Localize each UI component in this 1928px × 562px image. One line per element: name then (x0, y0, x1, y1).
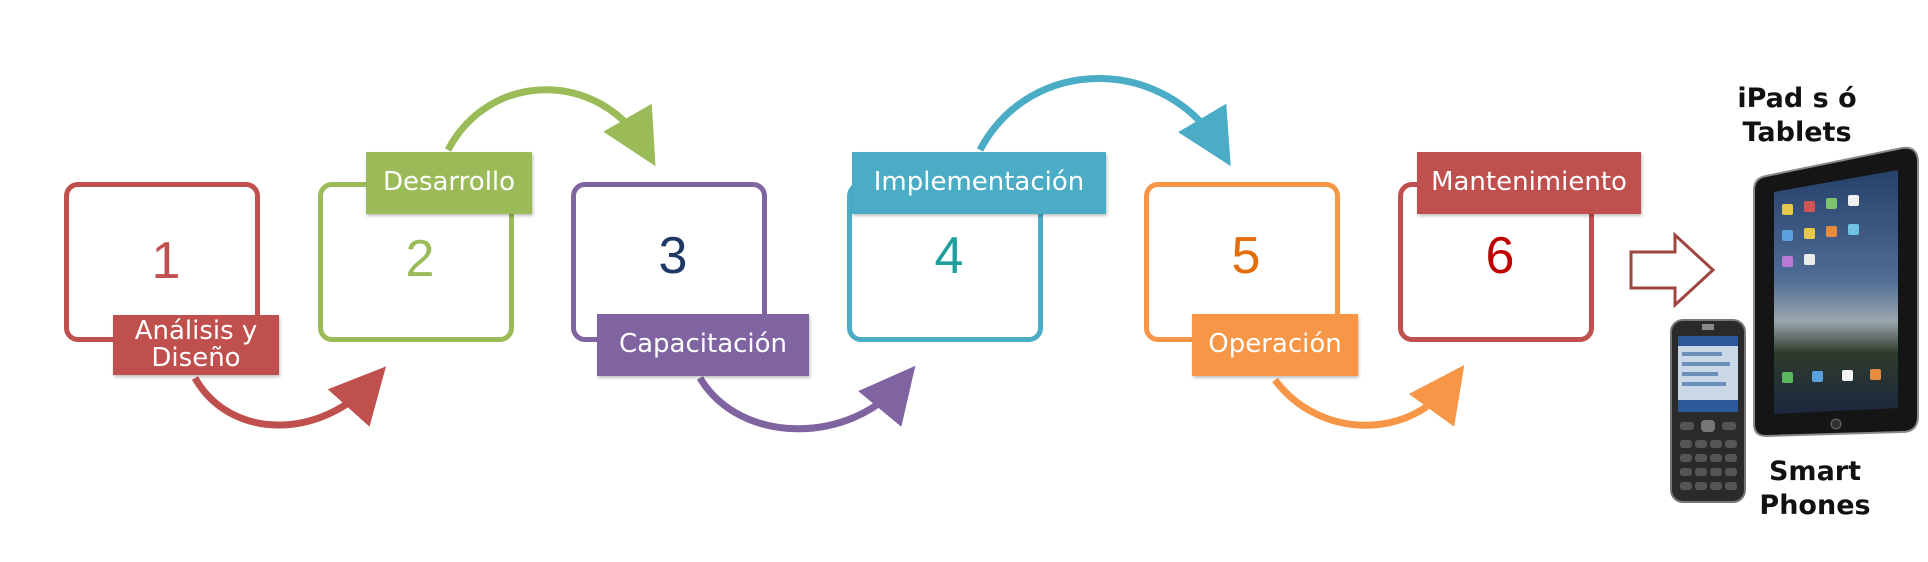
arrow-2-to-3 (444, 86, 656, 167)
step-4-label: Implementación (852, 152, 1106, 214)
step-4-number: 4 (934, 227, 964, 285)
tablet-caption: iPad s ó Tablets (1737, 83, 1857, 148)
hollow-right-arrow (1629, 231, 1716, 309)
step-2-number: 2 (405, 230, 435, 288)
step-6-number: 6 (1485, 227, 1515, 285)
smartphone-image (1670, 319, 1746, 503)
tablet-image (1753, 146, 1919, 438)
phone-caption: Smart Phones (1759, 456, 1871, 521)
step-1-number: 1 (151, 232, 181, 290)
step-1-label: Análisis y Diseño (113, 315, 279, 375)
step-3-label: Capacitación (597, 314, 809, 376)
step-5-label: Operación (1192, 314, 1358, 376)
arrow-4-to-5 (976, 75, 1231, 167)
arrow-3-to-4 (696, 365, 916, 433)
step-3-number: 3 (658, 227, 688, 285)
step-6-label: Mantenimiento (1417, 152, 1641, 214)
step-2-label: Desarrollo (366, 152, 532, 214)
arrow-1-to-2 (191, 366, 387, 429)
arrow-5-to-6 (1272, 365, 1465, 429)
step-5-number: 5 (1231, 227, 1261, 285)
